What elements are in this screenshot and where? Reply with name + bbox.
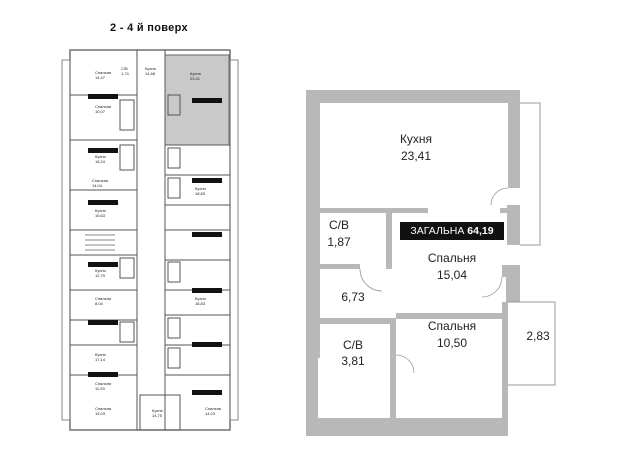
floor-overview-plan: Спальня 14,47 С/В 1,74 Кухня 14,68 Кухня… — [61, 49, 239, 431]
bedroom-2-name: Спальня — [428, 319, 476, 333]
wall-bath1-right — [386, 213, 392, 269]
ov-label-13b: 17,14 — [95, 357, 106, 362]
ov-label-8: Кухня — [195, 186, 206, 191]
ov-label-10b: 12,79 — [95, 273, 106, 278]
bedroom-1-area: 15,04 — [437, 268, 467, 282]
ov-label-1: Спальня — [95, 70, 111, 75]
wall-north — [306, 90, 520, 103]
ov-label-13: Кухня — [95, 352, 106, 357]
floor-title: 2 - 4 й поверх — [110, 22, 188, 34]
wall-bath2-west — [306, 318, 318, 436]
kitchen-area: 23,41 — [401, 149, 431, 163]
wall-east-upper — [508, 90, 520, 188]
bottom-bay — [139, 394, 181, 431]
ov-label-8b: 18,83 — [195, 191, 206, 196]
bedroom-1-name: Спальня — [428, 251, 476, 265]
ov-label-4b: 23,41 — [190, 76, 201, 81]
ov-label-15: Спальня — [95, 406, 111, 411]
wall-east-mid — [507, 205, 520, 245]
overview-total-tags — [88, 94, 222, 395]
bath-large-area: 3,81 — [341, 354, 365, 368]
wall-bath1-bottom — [320, 264, 360, 269]
wall-bed2-east — [502, 302, 508, 436]
ov-label-9b: 15,63 — [95, 213, 106, 218]
bath-large-name: С/В — [343, 338, 363, 352]
ov-label-10: Кухня — [95, 268, 106, 273]
wall-bed2-top — [396, 313, 508, 319]
total-area-value: 64,19 — [467, 225, 494, 237]
ov-label-17b: 14,23 — [205, 411, 216, 416]
ov-label-3b: 14,68 — [145, 71, 156, 76]
ov-label-5: Спальня — [95, 104, 111, 109]
balcony-bedroom — [508, 301, 556, 386]
ov-label-15b: 15,03 — [95, 411, 106, 416]
ov-label-12b: 18,83 — [195, 301, 206, 306]
wall-bath1-top — [320, 208, 392, 213]
ov-label-11b: 8,04 — [95, 301, 104, 306]
wall-south — [306, 418, 508, 436]
ov-label-1b: 14,47 — [95, 75, 106, 80]
ov-label-11: Спальня — [95, 296, 111, 301]
bedroom-2-area: 10,50 — [437, 336, 467, 350]
wall-bed1-top — [392, 208, 428, 213]
ov-label-7b: 14,04 — [92, 183, 103, 188]
ov-label-4: Кухня — [190, 71, 201, 76]
door-arc-bath2 — [395, 354, 415, 374]
wall-bed1-top-end — [500, 208, 508, 213]
balcony-area: 2,83 — [526, 329, 550, 343]
bath-small-name: С/В — [329, 218, 349, 232]
ov-label-7: Спальня — [92, 178, 108, 183]
wall-east-lower — [506, 277, 520, 302]
wall-bath2-east — [390, 318, 396, 418]
east-balconies — [229, 59, 239, 421]
hall-area: 6,73 — [341, 290, 365, 304]
ov-label-6: Кухня — [95, 154, 106, 159]
wall-west — [306, 90, 320, 358]
stairwell — [85, 234, 115, 251]
ov-label-12: Кухня — [195, 296, 206, 301]
ov-label-2: С/В — [121, 66, 128, 71]
door-arc-bath1 — [359, 268, 383, 292]
total-area-tag: ЗАГАЛЬНА 64,19 — [400, 222, 504, 240]
ov-label-2b: 1,74 — [121, 71, 130, 76]
door-arc-kitchen — [490, 187, 509, 206]
ov-label-14b: 11,93 — [95, 386, 105, 391]
kitchen-name: Кухня — [400, 132, 432, 146]
ov-label-6b: 18,24 — [95, 159, 106, 164]
west-balconies — [61, 59, 71, 421]
total-area-label: ЗАГАЛЬНА — [410, 225, 465, 237]
ov-label-17: Спальня — [205, 406, 221, 411]
ov-label-5b: 10,07 — [95, 109, 106, 114]
bath-small-area: 1,87 — [327, 235, 351, 249]
door-arc-bedroom1 — [481, 276, 503, 298]
ov-label-16: Кухня — [152, 408, 163, 413]
ov-label-3: Кухня — [145, 66, 156, 71]
wall-east-pillar — [502, 265, 520, 277]
wall-bath2-top — [306, 318, 396, 324]
ov-label-14: Спальня — [95, 381, 111, 386]
apartment-detail-plan: Кухня 23,41 С/В 1,87 Спальня 15,04 6,73 … — [306, 90, 556, 436]
ov-label-9: Кухня — [95, 208, 106, 213]
balcony-kitchen — [520, 102, 541, 246]
ov-label-16b: 14,75 — [152, 413, 163, 418]
